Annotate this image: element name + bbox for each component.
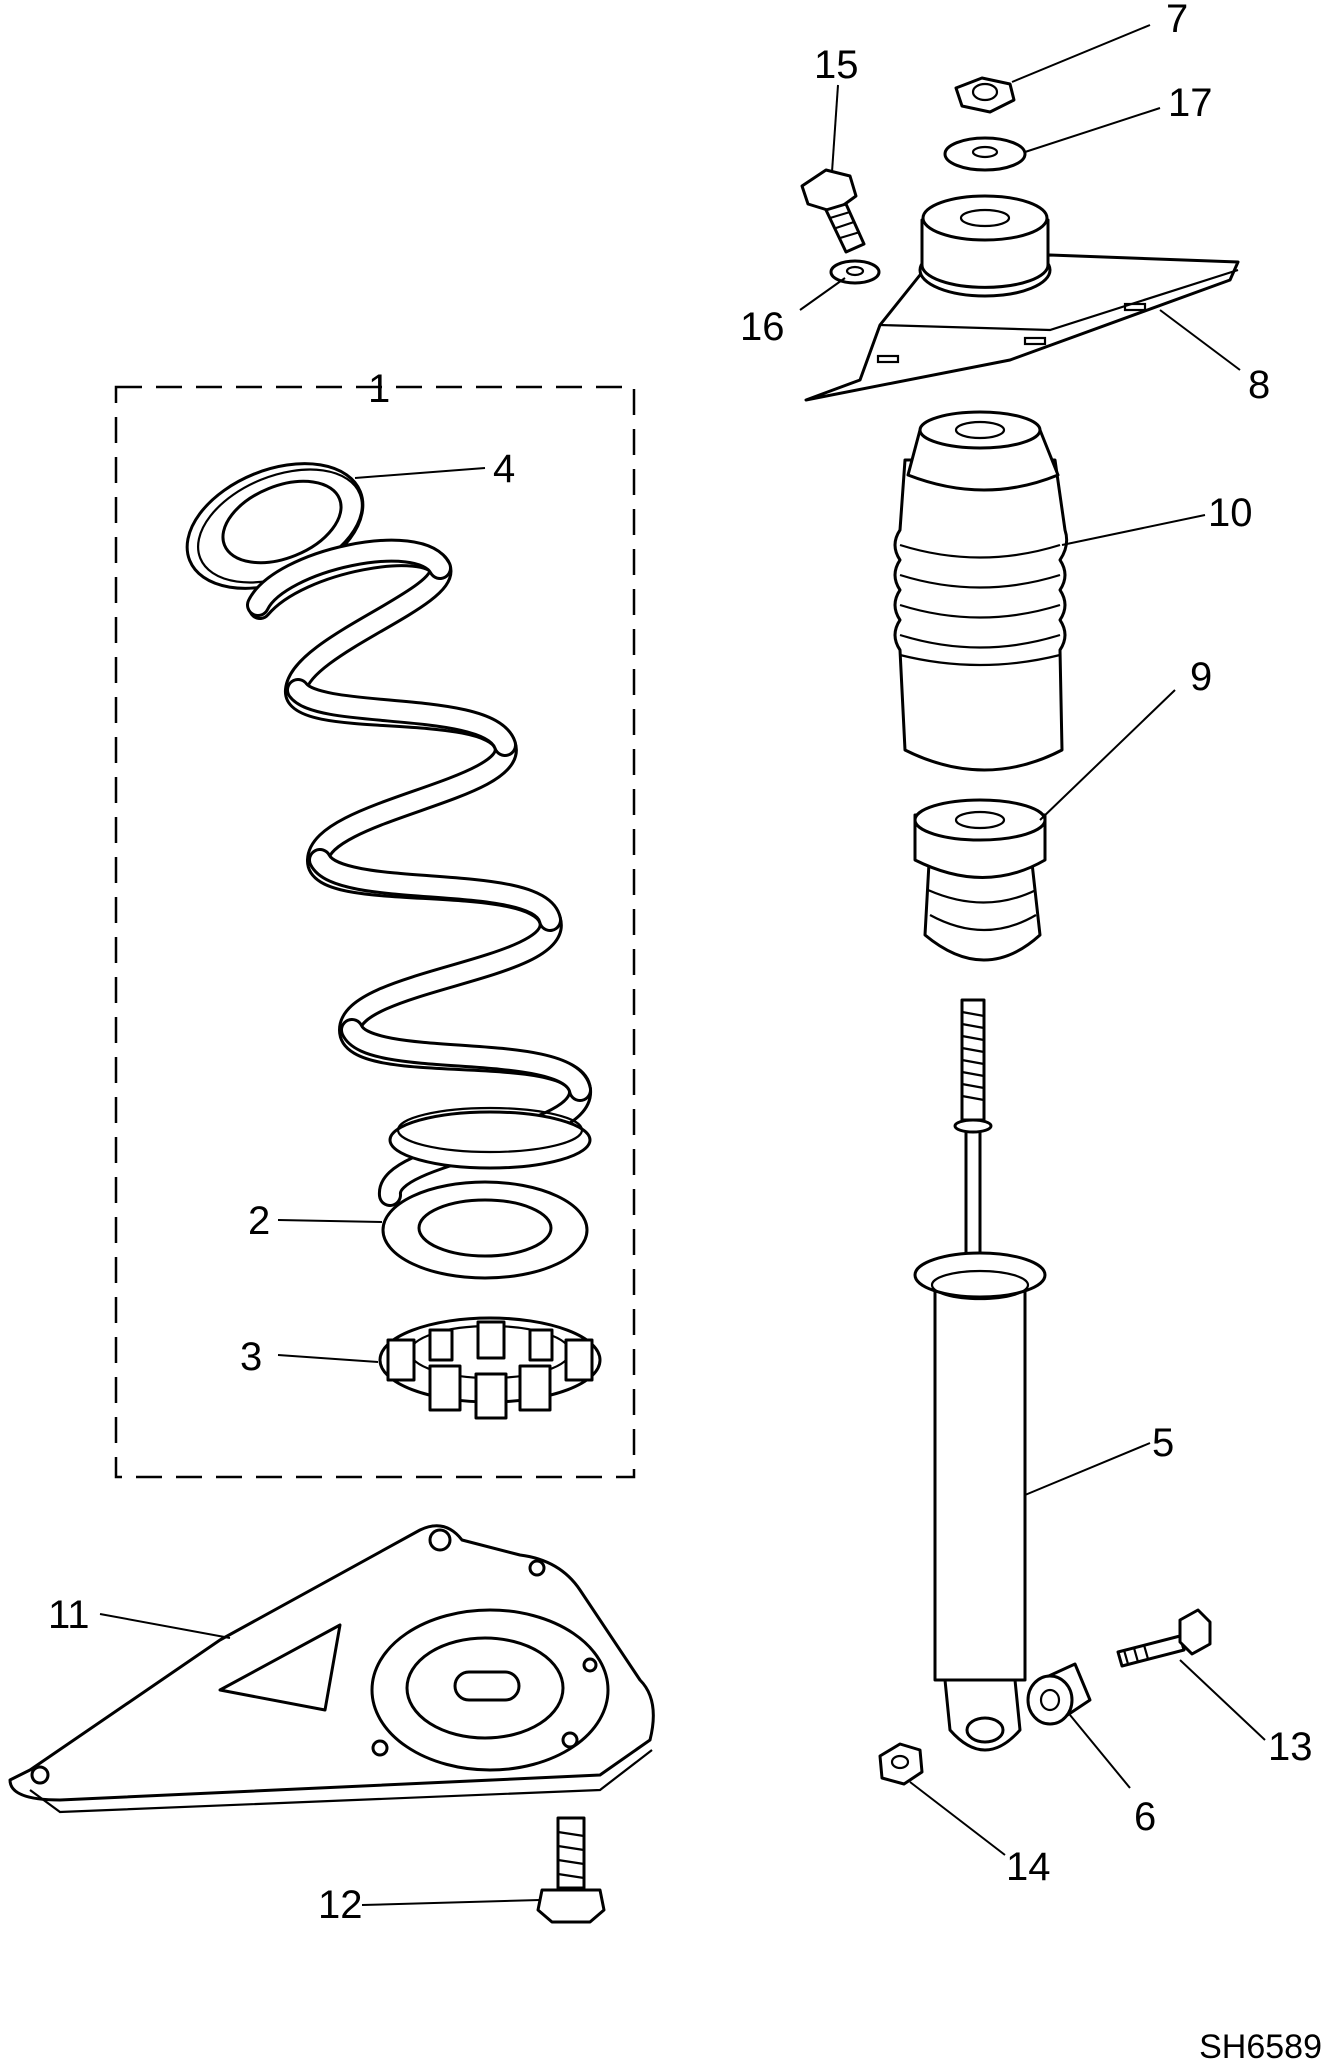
spring-assembly-boundary [114,385,636,1479]
bolt-12-icon [536,1816,606,1924]
callout-4: 4 [493,447,515,491]
washer-16-icon [829,259,881,285]
callout-10: 10 [1208,491,1253,535]
coil-spring-icon [246,538,592,1207]
bushing-icon [1026,1662,1092,1726]
callout-9: 9 [1190,655,1212,699]
bolt-13-icon [1116,1608,1212,1668]
callout-11: 11 [48,1593,90,1637]
callout-2: 2 [248,1199,270,1243]
callout-5: 5 [1152,1421,1174,1465]
washer-17-icon [943,136,1027,172]
callout-14: 14 [1006,1845,1051,1889]
callout-17: 17 [1168,81,1213,125]
callout-7: 7 [1166,0,1188,41]
bolt-15-icon [800,168,866,254]
dust-boot-icon [893,410,1069,772]
nut-7-icon [954,76,1016,114]
figure-reference: SH6589 [1199,2028,1322,2064]
callout-13: 13 [1268,1725,1313,1769]
lower-mount-plate-icon [8,1524,655,1814]
leader-lines [99,24,1266,1906]
nut-14-icon [878,1742,924,1786]
lower-spring-seat-icon [381,1180,589,1280]
shock-absorber-icon [913,998,1047,1752]
callout-15: 15 [814,43,859,87]
callout-3: 3 [240,1335,262,1379]
callout-12: 12 [318,1883,363,1927]
callout-16: 16 [740,305,785,349]
bump-stop-icon [913,798,1047,962]
callout-1: 1 [368,367,390,411]
spring-isolator-clip-icon [378,1316,602,1420]
upper-mount-icon [804,194,1240,402]
callout-6: 6 [1134,1795,1156,1839]
callout-8: 8 [1248,363,1270,407]
